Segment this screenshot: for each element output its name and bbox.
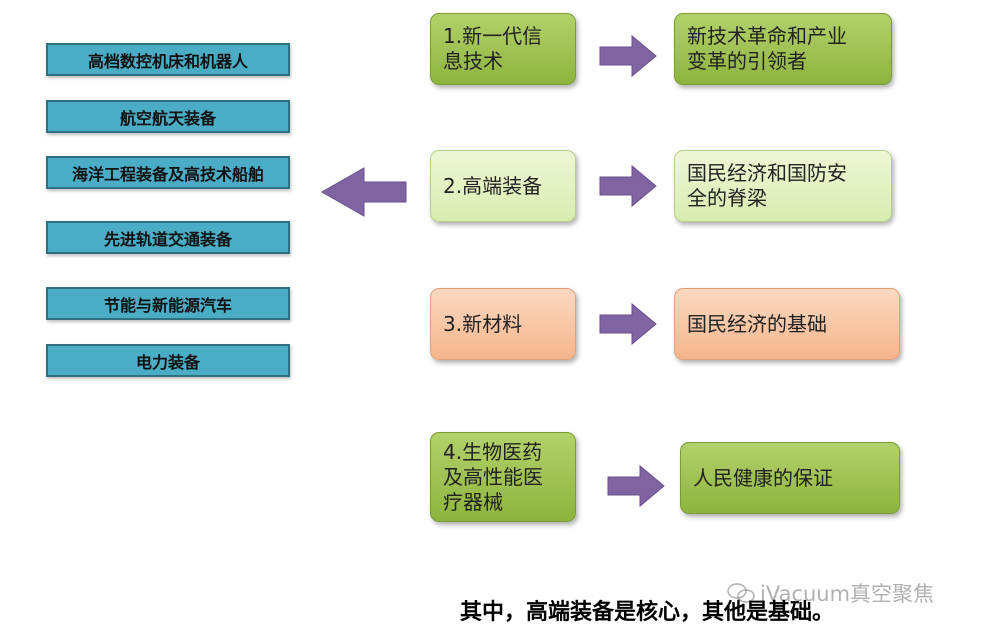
footer-note: 其中，高端装备是核心，其他是基础。 [460,599,835,625]
result-text-line: 人民健康的保证 [693,465,833,490]
sector-label-line: 2.高端装备 [443,173,543,198]
result-text-line: 全的脊梁 [687,186,767,210]
sector-box-new-materials: 3.新材料 [430,288,576,360]
watermark-text: iVacuum真空聚焦 [760,582,935,606]
sector-label-line: 息技术 [443,49,503,73]
category-item: 海洋工程装备及高技术船舶 [46,156,290,189]
right-arrow-icon [599,302,657,346]
category-item: 高档数控机床和机器人 [46,43,290,76]
category-item: 先进轨道交通装备 [46,221,290,254]
sector-label-line: 疗器械 [443,489,503,514]
result-box-high-end-equipment: 国民经济和国防安 全的脊梁 [674,150,892,222]
result-text-line: 变革的引领者 [687,49,807,73]
result-box-info-tech: 新技术革命和产业 变革的引领者 [674,13,892,85]
right-arrow-icon [599,164,657,208]
sector-label-line: 1.新一代信 [443,24,543,48]
right-arrow-icon [599,34,657,78]
sector-label-line: 及高性能医 [443,464,543,489]
category-item: 航空航天装备 [46,100,290,133]
category-item: 电力装备 [46,344,290,377]
right-arrow-icon [607,464,665,508]
sector-box-info-tech: 1.新一代信 息技术 [430,13,576,85]
sector-label-line: 3.新材料 [443,311,523,336]
category-item: 节能与新能源汽车 [46,287,290,320]
sector-label-line: 4.生物医药 [443,439,543,464]
result-text-line: 新技术革命和产业 [687,24,847,48]
left-arrow-icon [320,167,407,217]
sector-box-biomedicine: 4.生物医药 及高性能医 疗器械 [430,432,576,522]
wechat-icon [727,583,755,603]
result-box-biomedicine: 人民健康的保证 [680,442,900,514]
result-text-line: 国民经济的基础 [687,311,827,336]
result-box-new-materials: 国民经济的基础 [674,288,900,360]
result-text-line: 国民经济和国防安 [687,161,847,185]
sector-box-high-end-equipment: 2.高端装备 [430,150,576,222]
watermark: iVacuum真空聚焦 [726,578,934,608]
